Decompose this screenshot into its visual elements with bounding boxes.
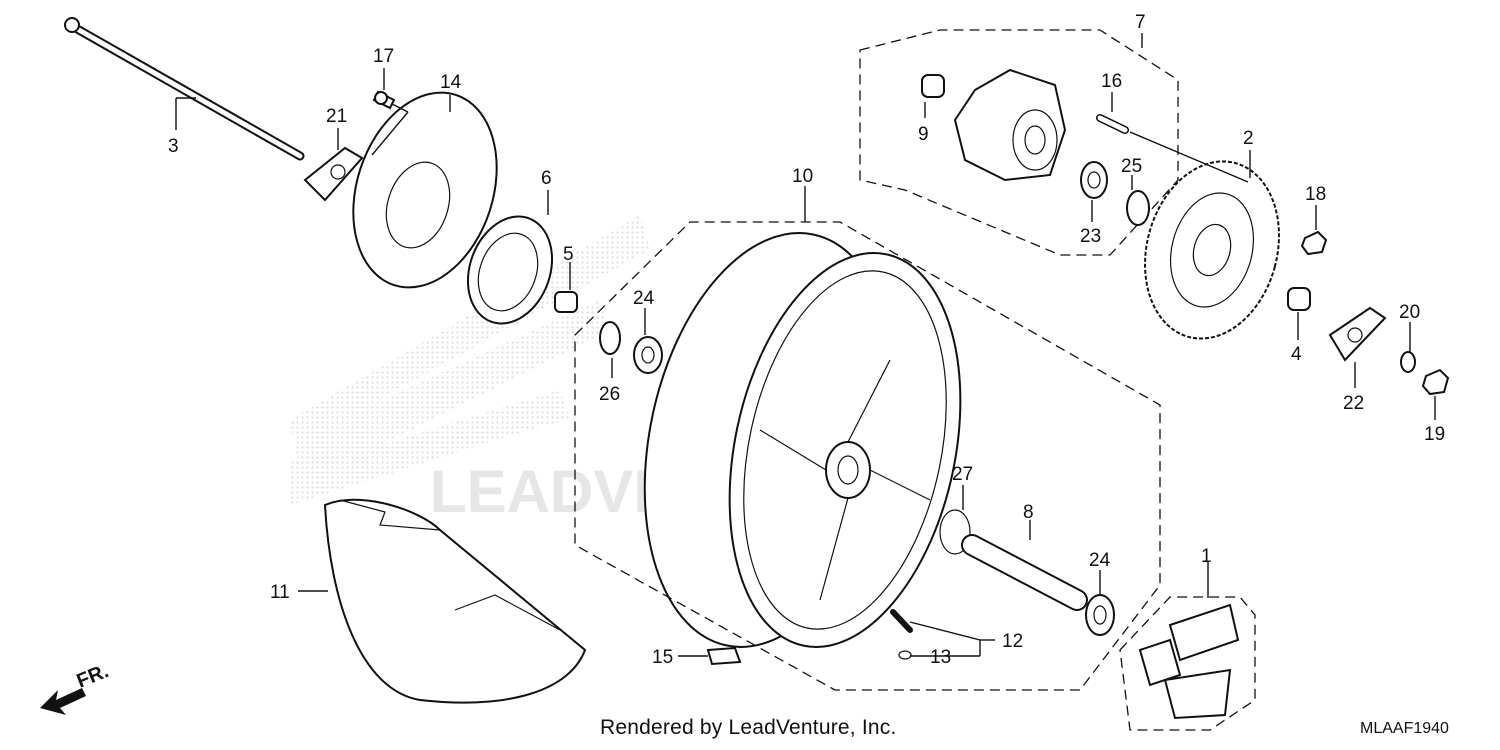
wheel-assembly-outline — [574, 221, 1161, 691]
axle — [64, 17, 305, 161]
part-label-24-left: 24 — [633, 288, 655, 309]
rear-wheel — [643, 232, 962, 648]
front-direction-label: FR. — [74, 660, 112, 692]
driven-sprocket — [1144, 160, 1280, 340]
part-label-20: 20 — [1399, 302, 1420, 323]
part-label-2: 2 — [1243, 128, 1254, 149]
part-label-11: 11 — [270, 582, 290, 603]
part-label-12: 12 — [1002, 631, 1023, 652]
background-wing-logo — [290, 215, 650, 505]
part-label-17: 17 — [373, 46, 394, 67]
part-label-14: 14 — [440, 72, 462, 93]
callout-lines — [175, 33, 1436, 657]
chain-adjuster-plate-right — [1328, 306, 1387, 362]
part-label-3: 3 — [168, 136, 179, 157]
washer-20 — [1400, 351, 1416, 373]
sprocket-nut — [1300, 230, 1328, 256]
chain-adjuster-plate-left — [303, 146, 364, 202]
axle-nut-19 — [1421, 368, 1450, 396]
damper-assembly-outline — [1119, 596, 1256, 731]
side-collar — [554, 291, 578, 313]
part-label-7: 7 — [1135, 12, 1146, 33]
part-label-22: 22 — [1343, 393, 1364, 414]
rendered-by-credit: Rendered by LeadVenture, Inc. — [600, 716, 897, 739]
hub-collar — [921, 74, 945, 98]
bearing-24-right — [1085, 594, 1115, 636]
part-label-25: 25 — [1121, 156, 1142, 177]
balance-weight — [706, 646, 742, 666]
wheel-damper-rubbers — [1138, 603, 1240, 720]
bearing-23 — [1080, 161, 1108, 199]
distance-collar — [961, 534, 1088, 611]
part-label-15: 15 — [652, 647, 673, 668]
bearing-24-left — [633, 336, 663, 374]
front-direction-arrow-icon — [40, 688, 86, 715]
dust-seal — [466, 215, 554, 325]
part-label-1: 1 — [1201, 546, 1212, 567]
part-label-24-right: 24 — [1089, 550, 1111, 571]
part-label-13: 13 — [930, 647, 951, 668]
stud-bolt — [1096, 114, 1129, 134]
seal-26 — [599, 321, 621, 355]
oil-seal-25 — [1126, 190, 1150, 226]
part-label-5: 5 — [563, 244, 574, 265]
tire — [323, 498, 587, 704]
collar-4 — [1287, 287, 1311, 311]
o-ring-27 — [939, 509, 971, 555]
part-label-4: 4 — [1291, 344, 1302, 365]
part-label-21: 21 — [326, 106, 347, 127]
part-label-23: 23 — [1080, 226, 1101, 247]
part-label-6: 6 — [541, 168, 552, 189]
part-label-19: 19 — [1424, 424, 1445, 445]
part-label-26: 26 — [599, 384, 620, 405]
part-label-27: 27 — [952, 464, 973, 485]
air-valve — [890, 609, 913, 660]
diagram-code: MLAAF1940 — [1360, 720, 1449, 737]
disc-bolt — [372, 90, 396, 110]
part-label-16: 16 — [1101, 71, 1122, 92]
brake-disc — [352, 91, 498, 289]
part-number-labels: 1 2 3 4 5 6 7 8 9 10 11 12 13 14 15 16 1… — [168, 12, 1445, 668]
part-label-9: 9 — [918, 124, 929, 145]
part-label-18: 18 — [1305, 184, 1326, 205]
part-label-8: 8 — [1023, 502, 1034, 523]
final-driven-flange-hub — [953, 68, 1067, 182]
part-label-10: 10 — [792, 166, 813, 187]
